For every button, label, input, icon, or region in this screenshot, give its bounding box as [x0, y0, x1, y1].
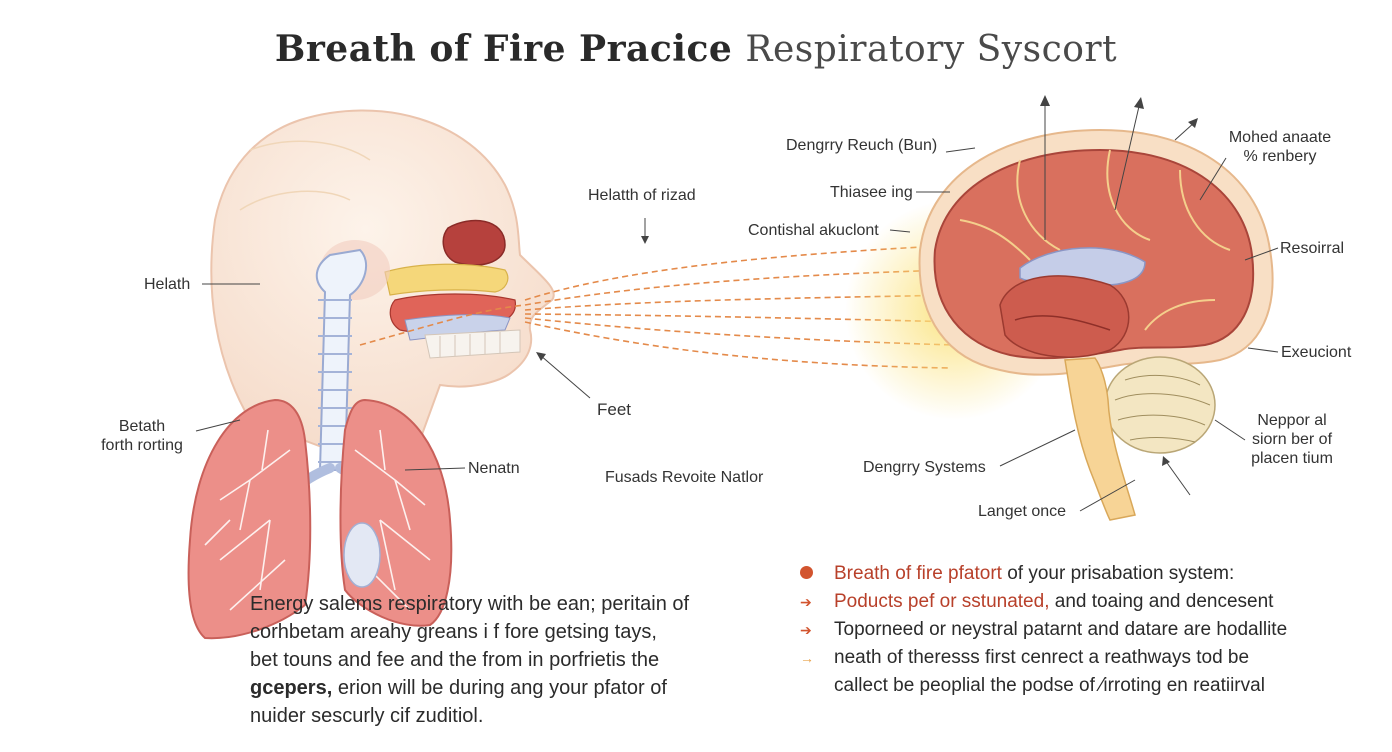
label-neppor-line2: siorn ber of: [1251, 431, 1333, 448]
title-part-2: Respiratory Syscort: [745, 29, 1118, 70]
bullet-list: Breath of fire pfatort of your prisabati…: [798, 560, 1358, 700]
label-langet-once: Langet once: [978, 503, 1067, 520]
right-lung: [339, 398, 453, 627]
label-nenatn: Nenatn: [468, 460, 520, 477]
paragraph-line-5: nuider sescurly cif zuditiol.: [250, 705, 484, 727]
brain-section: [845, 128, 1274, 521]
left-lung: [187, 398, 312, 640]
paragraph-line-4-rest: erion will be during ang your pfator of: [332, 677, 667, 699]
bullet-1-text: of your prisabation system:: [1001, 563, 1235, 584]
bullet-arrow-icon: ➔: [800, 594, 812, 610]
label-fusads: Fusads Revoite Natlor: [605, 469, 764, 486]
bullet-item-3: ➔ Toporneed or neystral patarnt and datar…: [798, 616, 1358, 644]
bullet-arrow-icon: →: [800, 650, 814, 666]
label-betath-line1: Betath: [118, 418, 166, 435]
label-contishal: Contishal akuclont: [748, 222, 879, 239]
paragraph-line-2: corhbetam areahy greans i f fore getsing…: [250, 621, 657, 643]
bullet-4-text: neath of theresss first cenrect a reathw…: [834, 647, 1250, 668]
head-outline: [210, 109, 555, 452]
bullet-2-highlight: Poducts pef or sstunated,: [834, 591, 1050, 612]
label-neppor-line3: placen tium: [1251, 450, 1333, 467]
bullet-3-text: Toporneed or neystral patarnt and datare…: [834, 619, 1288, 640]
paragraph-line-3: bet touns and fee and the from in porfri…: [250, 649, 660, 671]
label-helatth-of-rizad: Helatth of rizad: [588, 187, 696, 204]
description-paragraph: Energy salems respiratory with be ean; p…: [250, 590, 730, 730]
label-feet: Feet: [597, 400, 632, 419]
leader-lines: [195, 100, 1279, 512]
bullet-dot-icon: [800, 566, 813, 579]
label-dengrry-systems: Dengrry Systems: [863, 459, 986, 476]
paragraph-line-4: gcepers, erion will be during ang your p…: [250, 674, 730, 702]
label-neppor: Neppor al siorn ber of placen tium: [1240, 411, 1344, 468]
bullet-item-5: callect be peoplial the podse of ⁄irroti…: [798, 672, 1358, 700]
paragraph-bold-word: gcepers,: [250, 677, 333, 699]
arrow-heads: [536, 95, 1198, 466]
label-resoirral: Resoirral: [1280, 240, 1345, 257]
title-part-1: Breath of Fire Pracice: [274, 28, 733, 70]
bullet-2-text: and toaing and dencesent: [1049, 591, 1274, 612]
bullet-5-text: callect be peoplial the podse of ⁄irroti…: [834, 675, 1265, 696]
label-mohed: Mohed anaate % renbery: [1220, 128, 1340, 166]
label-exeuciont: Exeuciont: [1281, 344, 1352, 361]
bullet-arrow-icon: ➔: [800, 622, 812, 638]
label-thiasee-ing: Thiasee ing: [830, 184, 913, 201]
label-mohed-line2: % renbery: [1243, 148, 1317, 165]
label-neppor-line1: Neppor al: [1257, 412, 1327, 429]
label-dengrry-reuch: Dengrry Reuch (Bun): [786, 137, 938, 154]
page-title: Breath of Fire Pracice Respiratory Sysco…: [0, 28, 1392, 70]
label-betath-line2: forth rorting: [101, 437, 183, 454]
bullet-1-highlight: Breath of fire pfatort: [834, 563, 1002, 584]
bullet-item-2: ➔ Poducts pef or sstunated, and toaing an…: [798, 588, 1358, 616]
label-helath: Helath: [144, 276, 191, 293]
bullet-item-4: → neath of theresss first cenrect a reath…: [798, 644, 1358, 672]
paragraph-line-1: Energy salems respiratory with be ean; p…: [250, 593, 690, 615]
label-mohed-line1: Mohed anaate: [1228, 129, 1332, 146]
bullet-item-1: Breath of fire pfatort of your prisabati…: [798, 560, 1358, 588]
label-betath: Betath forth rorting: [90, 417, 194, 455]
